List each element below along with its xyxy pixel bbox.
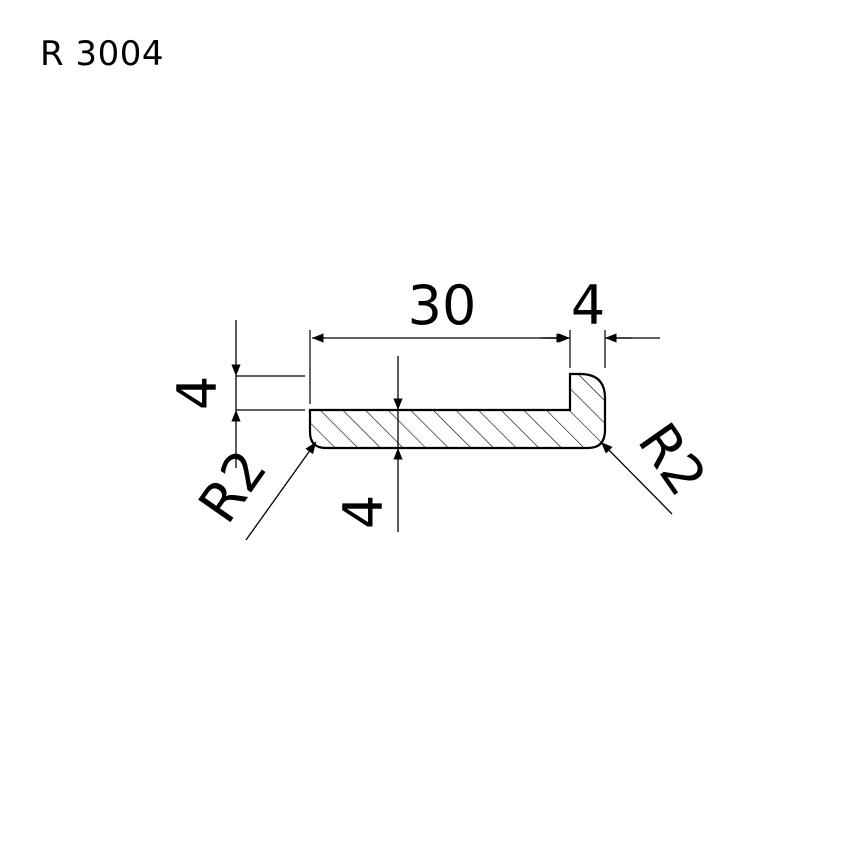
- dimension-4-left-label: 4: [166, 376, 229, 410]
- drawing-title: R 3004: [40, 34, 164, 74]
- dimension-4-top-label: 4: [571, 274, 605, 337]
- radius-left-label: R2: [186, 439, 279, 534]
- profile-section: [308, 372, 607, 450]
- extension-lines: [236, 330, 606, 411]
- dimension-30-label: 30: [408, 274, 477, 337]
- radius-right-label: R2: [626, 412, 719, 507]
- dimension-4-thickness-label: 4: [332, 495, 395, 529]
- radius-right-leader: [600, 441, 673, 515]
- radius-left-leader: [245, 441, 317, 541]
